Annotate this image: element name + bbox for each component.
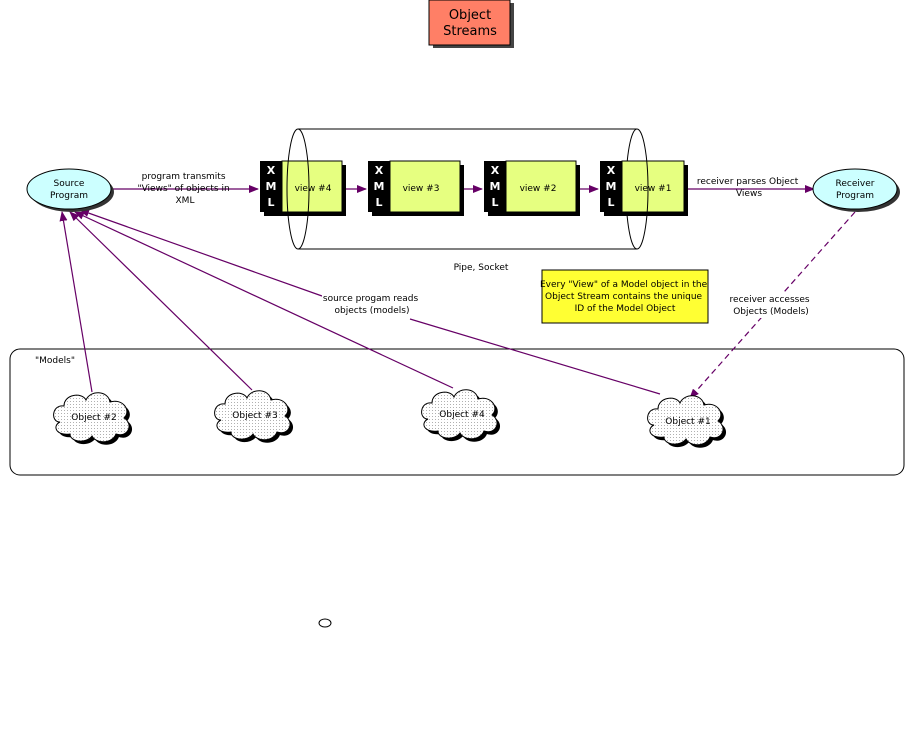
read-arrow-object3 (69, 211, 253, 391)
svg-text:M: M (374, 180, 385, 193)
svg-text:L: L (267, 196, 274, 209)
title-line1: Object (449, 8, 491, 23)
svg-text:M: M (606, 180, 617, 193)
svg-text:L: L (607, 196, 614, 209)
svg-text:M: M (490, 180, 501, 193)
view-label-2: view #2 (520, 184, 557, 194)
pipe-label: Pipe, Socket (454, 263, 509, 273)
read-arrow-object1-lower (409, 318, 661, 395)
view-block-2: X M L view #2 (484, 160, 580, 216)
svg-text:L: L (491, 196, 498, 209)
source-label-2: Program (50, 191, 88, 201)
view-block-1: X M L view #1 (600, 160, 688, 216)
source-label-1: Source (54, 179, 85, 189)
pipe-right-end-front (636, 128, 649, 250)
small-ellipse-marker (318, 618, 332, 628)
title-box: Object Streams (428, 0, 514, 48)
read-arrow-object4 (74, 211, 454, 389)
note-text: Every "View" of a Model object in the Ob… (540, 280, 710, 314)
read-arrow-object2 (59, 211, 93, 393)
object-3-cloud: Object #3 (214, 390, 294, 443)
svg-text:M: M (266, 180, 277, 193)
reads-label-group: source progam reads objects (models) (322, 290, 422, 318)
object-2-cloud: Object #2 (53, 392, 133, 445)
title-line2: Streams (443, 24, 497, 39)
read-arrow-object1-upper (79, 209, 323, 297)
view-block-4: X M L view #4 (260, 160, 346, 216)
view-label-1: view #1 (635, 184, 672, 194)
receiver-program-node: Receiver Program (812, 168, 900, 212)
view-block-3: X M L view #3 (368, 160, 464, 216)
object-3-label: Object #3 (232, 411, 277, 421)
view-label-4: view #4 (295, 184, 332, 194)
svg-text:X: X (491, 164, 500, 177)
pipe-left-end (286, 128, 310, 250)
accesses-label: receiver accesses Objects (Models) (730, 295, 813, 317)
object-2-label: Object #2 (71, 413, 116, 423)
models-label: "Models" (35, 356, 75, 366)
id-note: Every "View" of a Model object in the Ob… (540, 269, 710, 324)
object-4-label: Object #4 (439, 410, 485, 420)
object-4-cloud: Object #4 (421, 389, 501, 442)
svg-text:X: X (375, 164, 384, 177)
object-1-label: Object #1 (665, 417, 710, 427)
transmit-label: program transmits "Views" of objects in … (137, 172, 232, 206)
receiver-label-2: Program (836, 191, 874, 201)
reads-label: source progam reads objects (models) (323, 294, 421, 316)
object-1-cloud: Object #1 (647, 395, 727, 448)
svg-text:X: X (267, 164, 276, 177)
parse-label: receiver parses Object Views (697, 177, 801, 199)
receiver-label-1: Receiver (836, 179, 875, 189)
accesses-label-group: receiver accesses Objects (Models) (728, 292, 814, 318)
source-program-node: Source Program (26, 168, 114, 212)
view-label-3: view #3 (403, 184, 440, 194)
svg-text:X: X (607, 164, 616, 177)
svg-text:L: L (375, 196, 382, 209)
models-container (9, 348, 905, 476)
